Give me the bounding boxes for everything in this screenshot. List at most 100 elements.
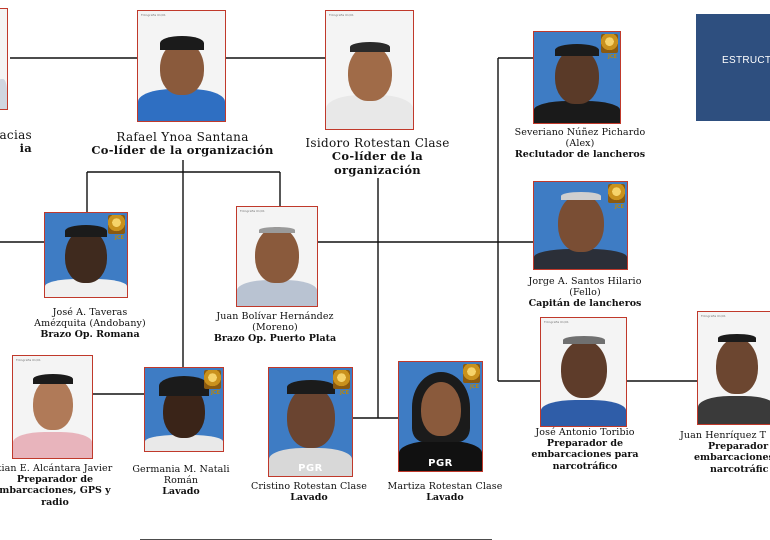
photo-tag: Fotografia 01/01 [240,209,265,213]
face [555,48,599,104]
hair [718,334,756,342]
label-left-top: acias ia [0,128,32,156]
label-alcantara-javier: tian E. Alcántara Javier Preparador de m… [0,463,116,508]
label-rafael-ynoa: Rafael Ynoa Santana Co-líder de la organ… [80,130,285,158]
photo-juan-henriquez: Fotografia 01/01 [697,311,770,425]
member-alias: (Moreno) [252,322,298,334]
face [32,378,73,430]
torso [534,249,627,269]
face [557,194,604,252]
member-name: Martiza Rotestan Clase [387,481,503,492]
label-juan-bolivar: Juan Bolívar Hernández (Moreno) Brazo Op… [200,311,350,345]
label-cristino-rotestan: Cristino Rotestan Clase Lavado [244,481,374,503]
jce-badge-text: JCE [340,390,349,396]
member-name-2: Román [163,475,199,487]
member-role: Co-líder de la organización [331,149,424,177]
torso [145,435,223,451]
photo-tag: Fotografia 01/01 [329,13,354,17]
member-name: acias [0,128,32,142]
label-martiza-rotestan: Martiza Rotestan Clase Lavado [380,481,510,503]
face [65,229,107,283]
member-name: José Antonio Toribio [535,427,635,438]
member-name-2: Amézquita (Andobany) [34,318,146,330]
member-role: Lavado [162,486,200,498]
jce-badge-icon [108,215,125,234]
jce-badge-text: JCE [470,384,479,390]
torso [269,448,352,476]
label-jose-toribio: José Antonio Toribio Preparador de embar… [520,427,650,472]
member-role: Capitán de lancheros [528,298,642,310]
hair [562,336,605,344]
label-germania-natali: Germania M. Natali Román Lavado [116,464,246,498]
jce-badge-icon [333,370,350,389]
torso [541,400,626,426]
jce-badge-icon [601,34,618,53]
photo-martiza-rotestan: JCE PGR [398,361,483,472]
member-name: Rafael Ynoa Santana [116,130,249,144]
hair [159,376,209,396]
member-role: Preparador d [708,441,770,453]
member-name: José A. Taveras [52,307,128,318]
member-role: Brazo Op. Romana [40,329,140,341]
face [560,340,607,398]
structure-title-text: ESTRUCT [722,55,770,66]
member-role: Preparador de [546,438,624,450]
member-role-3: narcotráfico [552,460,618,472]
torso [534,101,620,123]
member-name: Cristino Rotestan Clase [250,481,367,492]
member-name: Juan Bolívar Hernández [216,311,334,322]
face [347,45,392,101]
hair [555,44,599,56]
torso [0,79,7,109]
face [716,338,758,394]
photo-left-top [0,8,8,110]
label-jose-taveras: José A. Taveras Amézquita (Andobany) Bra… [10,307,170,341]
pgr-mark: PGR [298,463,323,474]
member-role-2: embarcaciones para [531,449,639,461]
photo-alcantara-javier: Fotografia 01/01 [12,355,93,459]
member-role-3: narcotráfic [710,463,769,475]
hair [159,36,204,50]
hair [259,227,295,233]
face [420,382,461,436]
label-juan-henriquez: Juan Henríquez T Preparador d embarcacio… [680,430,770,475]
pgr-mark: PGR [428,458,453,469]
hair [32,374,73,384]
member-role: Lavado [426,492,464,504]
photo-jorge-santos: JCE [533,181,628,270]
member-role: ia [19,141,32,156]
label-jorge-santos: Jorge A. Santos Hilario (Fello) Capitán … [510,276,660,310]
photo-juan-bolivar: Fotografia 01/01 [236,206,318,307]
photo-germania-natali: JCE [144,367,224,452]
photo-jose-toribio: Fotografia 01/01 [540,317,627,427]
member-name: Germania M. Natali [132,464,230,475]
jce-badge-icon [608,184,625,203]
label-isidoro-rotestan: Isidoro Rotestan Clase Co-líder de la or… [295,136,460,177]
jce-badge-text: JCE [608,54,617,60]
member-role: Lavado [290,492,328,504]
torso [45,279,127,297]
torso [13,432,92,458]
label-severiano-nunez: Severiano Núñez Pichardo (Alex) Reclutad… [510,127,650,161]
photo-jose-taveras: JCE [44,212,128,298]
member-role-2: embarcaciones [694,452,770,464]
photo-tag: Fotografia 01/01 [16,358,41,362]
member-alias: (Alex) [565,138,595,150]
jce-badge-text: JCE [115,235,124,241]
face [255,227,299,283]
torso [698,396,770,424]
photo-cristino-rotestan: JCE PGR [268,367,353,477]
member-name: Jorge A. Santos Hilario [528,276,642,287]
structure-title-box: ESTRUCT [696,14,770,121]
member-name: Juan Henríquez T [680,430,767,441]
member-name: Severiano Núñez Pichardo [514,127,646,138]
torso [399,441,482,471]
member-role-3: radio [41,496,69,508]
jce-badge-icon [463,364,480,383]
face [159,41,204,95]
member-name: Isidoro Rotestan Clase [305,136,450,150]
member-role-2: mbarcaciones, GPS y [0,485,111,497]
member-role: Brazo Op. Puerto Plata [213,333,337,345]
member-role: Preparador de [16,474,94,486]
